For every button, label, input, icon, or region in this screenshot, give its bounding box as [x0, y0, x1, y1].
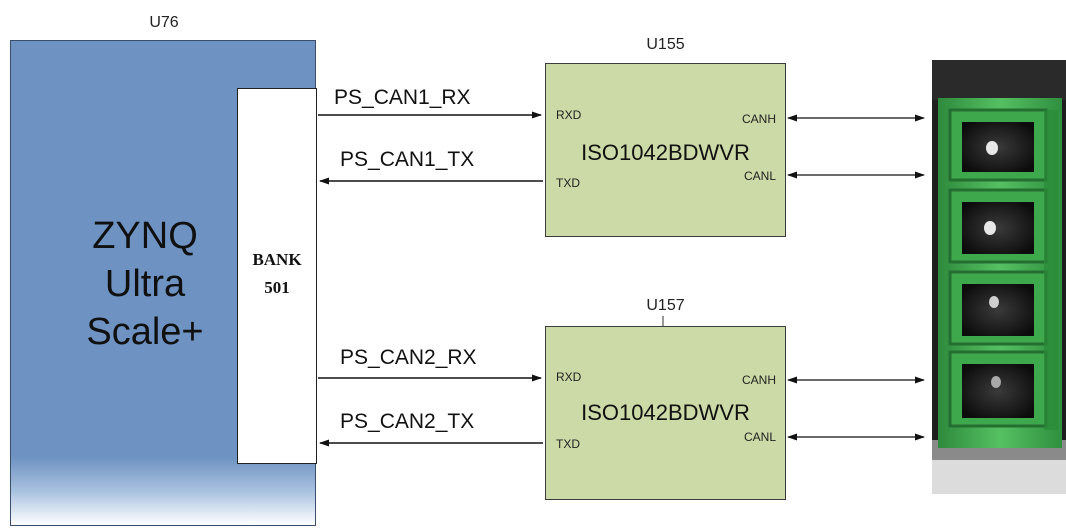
terminal-slot-2 [948, 188, 1048, 264]
bank-label: BANK 501 [237, 246, 317, 302]
transceiver-2-rxd-pin: RXD [556, 370, 582, 384]
terminal-slot-3 [948, 270, 1048, 346]
signal-can1-tx-label: PS_CAN1_TX [340, 148, 475, 171]
transceiver-1-txd-pin: TXD [556, 176, 580, 190]
transceiver-2-block [545, 326, 786, 500]
transceiver-1-block [545, 63, 786, 237]
signal-can2-rx-label: PS_CAN2_RX [340, 346, 477, 369]
transceiver-2-txd-pin: TXD [556, 437, 580, 451]
terminal-slot-1 [948, 108, 1048, 182]
signal-can2-tx-label: PS_CAN2_TX [340, 410, 475, 433]
transceiver-2-part: ISO1042BDWVR [581, 400, 750, 425]
transceiver-1-canl-pin: CANL [744, 169, 777, 183]
transceiver-2-canl-pin: CANL [744, 430, 777, 444]
bank-box [237, 88, 317, 464]
soc-name-line-2: Ultra [104, 263, 186, 305]
bank-label-line-2: 501 [264, 278, 290, 297]
transceiver-2-canh-pin: CANH [742, 373, 777, 387]
terminal-block-connector [932, 60, 1066, 494]
soc-name-line-3: Scale+ [86, 311, 204, 353]
transceiver-1-ref: U155 [646, 36, 685, 53]
bank-label-line-1: BANK [252, 250, 302, 269]
soc-ref-label: U76 [149, 14, 179, 31]
transceiver-1-canh-pin: CANH [742, 112, 777, 126]
transceiver-1-part: ISO1042BDWVR [581, 140, 750, 165]
terminal-slot-4 [948, 350, 1048, 428]
transceiver-2-ref: U157 [646, 297, 685, 314]
signal-can1-rx-label: PS_CAN1_RX [334, 86, 471, 109]
soc-name-line-1: ZYNQ [92, 215, 198, 257]
soc-name: ZYNQ Ultra Scale+ [70, 212, 220, 356]
transceiver-1-rxd-pin: RXD [556, 108, 582, 122]
